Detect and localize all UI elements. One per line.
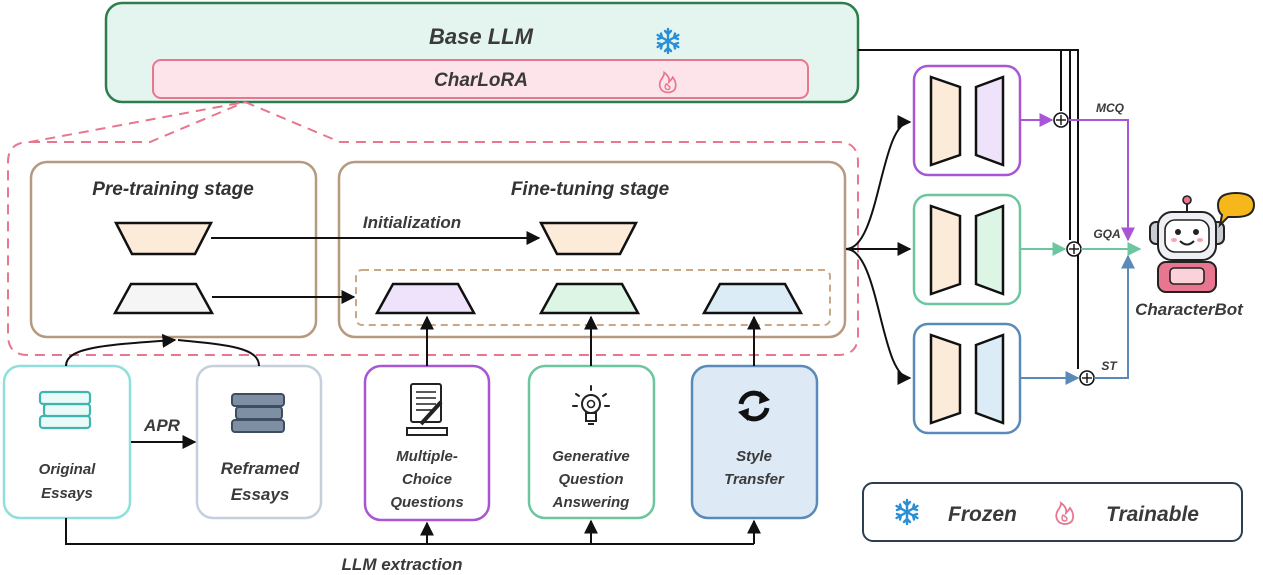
legend-box — [862, 482, 1243, 542]
st-line1: Style — [736, 448, 772, 465]
task-adapters-group — [355, 269, 831, 326]
lightbulb-icon — [572, 385, 610, 425]
style-transfer-box — [690, 364, 819, 520]
pretrain-up-projection — [112, 282, 215, 315]
st-sum-node — [1079, 370, 1095, 386]
branch-arrow-mcq — [845, 115, 912, 250]
st-output-label: ST — [1101, 359, 1118, 373]
reframed-to-pretrain-arrow — [177, 339, 260, 367]
gqa-lora-down — [929, 204, 962, 296]
legend-trainable-label: Trainable — [1106, 503, 1199, 526]
document-pen-icon — [406, 383, 448, 436]
mcq-lora-down — [929, 75, 962, 167]
gqa-up-projection — [538, 282, 641, 315]
mcq-lora-up — [974, 75, 1005, 167]
base-to-st-line — [858, 49, 1079, 369]
st-to-bot-arrow — [1094, 254, 1135, 379]
pretraining-stage-title: Pre-training stage — [92, 179, 254, 200]
mcq-up-projection — [374, 282, 477, 315]
reframed-essays-line2: Essays — [231, 485, 290, 504]
mcq-output-label: MCQ — [1096, 101, 1125, 115]
llm-extraction-label: LLM extraction — [342, 555, 463, 574]
gqa-line1: Generative — [552, 448, 630, 465]
charlora-box — [152, 59, 809, 99]
characterbot-robot-icon — [1149, 191, 1256, 293]
mcq-line3: Questions — [390, 494, 463, 511]
legend-frozen-label: Frozen — [948, 503, 1017, 526]
books-stack-icon — [231, 393, 285, 433]
gqa-lora-up — [974, 204, 1005, 296]
st-line2: Transfer — [724, 471, 785, 488]
finetune-down-projection — [538, 221, 639, 256]
mcq-to-bot-arrow — [1068, 119, 1135, 242]
original-essays-line2: Essays — [41, 485, 93, 502]
st-up-projection — [701, 282, 804, 315]
apr-label: APR — [143, 416, 181, 435]
speech-bubble-icon — [1216, 191, 1256, 229]
charlora-detail-region — [7, 100, 859, 356]
characterbot-label: CharacterBot — [1135, 300, 1244, 319]
llm-extraction-line — [65, 518, 754, 545]
branch-arrow-st — [845, 248, 912, 385]
gqa-sum-node — [1066, 241, 1082, 257]
refresh-icon — [738, 390, 770, 422]
original-essays-line1: Original — [39, 461, 97, 478]
books-icon — [38, 390, 92, 430]
initialization-label: Initialization — [363, 213, 461, 232]
gqa-line3: Answering — [552, 494, 630, 511]
gqa-line2: Question — [558, 471, 623, 488]
mcq-line1: Multiple- — [396, 448, 458, 465]
finetuning-stage-title: Fine-tuning stage — [511, 179, 670, 200]
reframed-essays-line1: Reframed — [221, 459, 300, 478]
gqa-output-label: GQA — [1093, 227, 1120, 241]
mcq-line2: Choice — [402, 471, 452, 488]
base-llm-title: Base LLM — [429, 24, 534, 49]
mcq-sum-node — [1053, 112, 1069, 128]
charlora-label: CharLoRA — [434, 70, 528, 91]
pretrain-down-projection — [113, 221, 214, 256]
original-to-pretrain-arrow — [65, 333, 177, 367]
st-lora-down — [929, 333, 962, 425]
st-lora-up — [974, 333, 1005, 425]
